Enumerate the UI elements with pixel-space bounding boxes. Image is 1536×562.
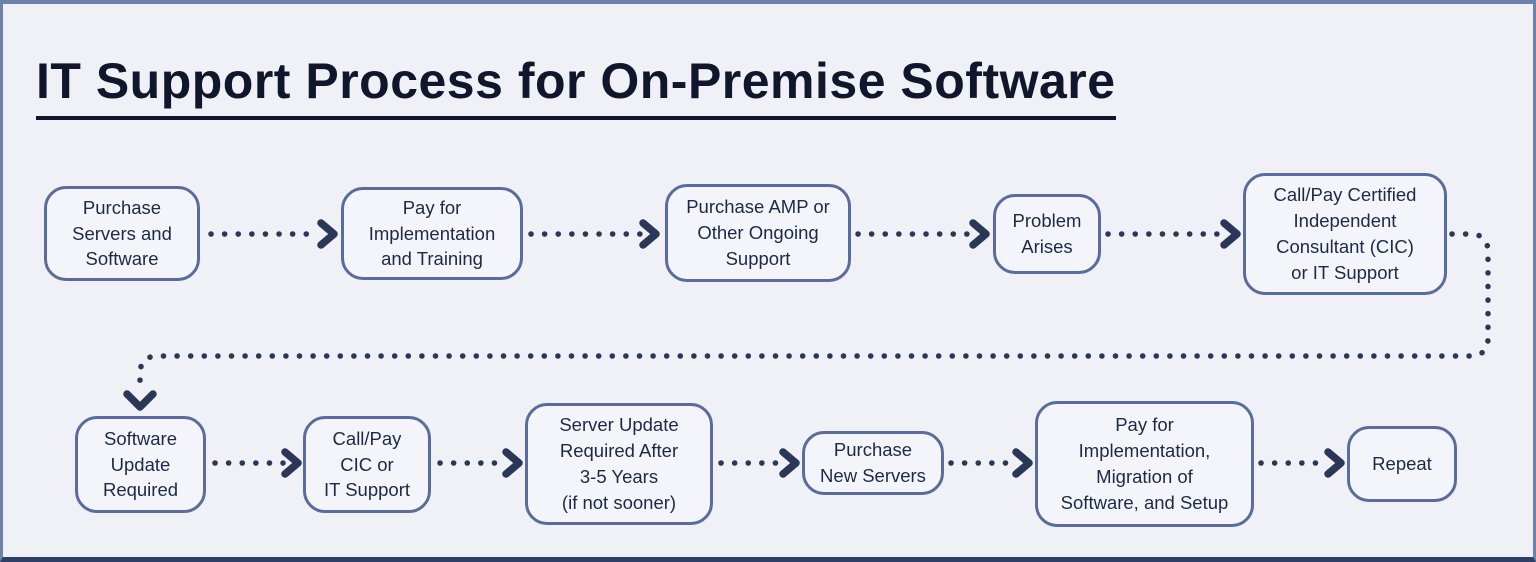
node-server-update-required: Server Update Required After 3-5 Years (… xyxy=(525,403,713,525)
arrow-right-icon xyxy=(1012,448,1033,478)
node-label: Pay for Implementation and Training xyxy=(368,196,496,270)
arrow-right-icon xyxy=(1324,448,1345,478)
arrow-right-icon xyxy=(1220,219,1241,249)
node-label: Software Update Required xyxy=(102,427,179,501)
node-label: Server Update Required After 3-5 Years (… xyxy=(559,414,679,513)
node-problem-arises: Problem Arises xyxy=(993,194,1101,274)
node-label: Call/Pay CIC or IT Support xyxy=(323,427,411,501)
node-label: Call/Pay Certified Independent Consultan… xyxy=(1273,184,1417,283)
node-purchase-amp-or-other-ongoing-support: Purchase AMP or Other Ongoing Support xyxy=(665,184,851,282)
node-software-update-required: Software Update Required xyxy=(75,416,206,513)
node-label: Pay for Implementation, Migration of Sof… xyxy=(1060,414,1229,513)
node-call-pay-certified-independent-consultant: Call/Pay Certified Independent Consultan… xyxy=(1243,173,1447,295)
node-call-pay-cic-or-it-support: Call/Pay CIC or IT Support xyxy=(303,416,431,513)
arrow-right-icon xyxy=(969,219,990,249)
node-label: Purchase New Servers xyxy=(820,439,926,486)
node-pay-for-implementation-migration-setup: Pay for Implementation, Migration of Sof… xyxy=(1035,401,1254,527)
node-purchase-servers-and-software: Purchase Servers and Software xyxy=(44,186,200,281)
arrow-right-icon xyxy=(317,219,338,249)
arrow-right-icon xyxy=(281,448,302,478)
arrow-right-icon xyxy=(779,448,800,478)
node-label: Repeat xyxy=(1372,453,1432,475)
node-pay-for-implementation-and-training: Pay for Implementation and Training xyxy=(341,187,523,280)
node-label: Purchase AMP or Other Ongoing Support xyxy=(686,196,830,269)
arrow-down-icon xyxy=(123,390,157,411)
arrow-right-icon xyxy=(502,448,523,478)
node-purchase-new-servers: Purchase New Servers xyxy=(802,431,944,495)
arrow-right-icon xyxy=(639,219,660,249)
node-label: Problem Arises xyxy=(1012,210,1082,257)
node-label: Purchase Servers and Software xyxy=(72,196,172,270)
page-title: IT Support Process for On-Premise Softwa… xyxy=(36,54,1116,120)
node-repeat: Repeat xyxy=(1347,426,1457,502)
